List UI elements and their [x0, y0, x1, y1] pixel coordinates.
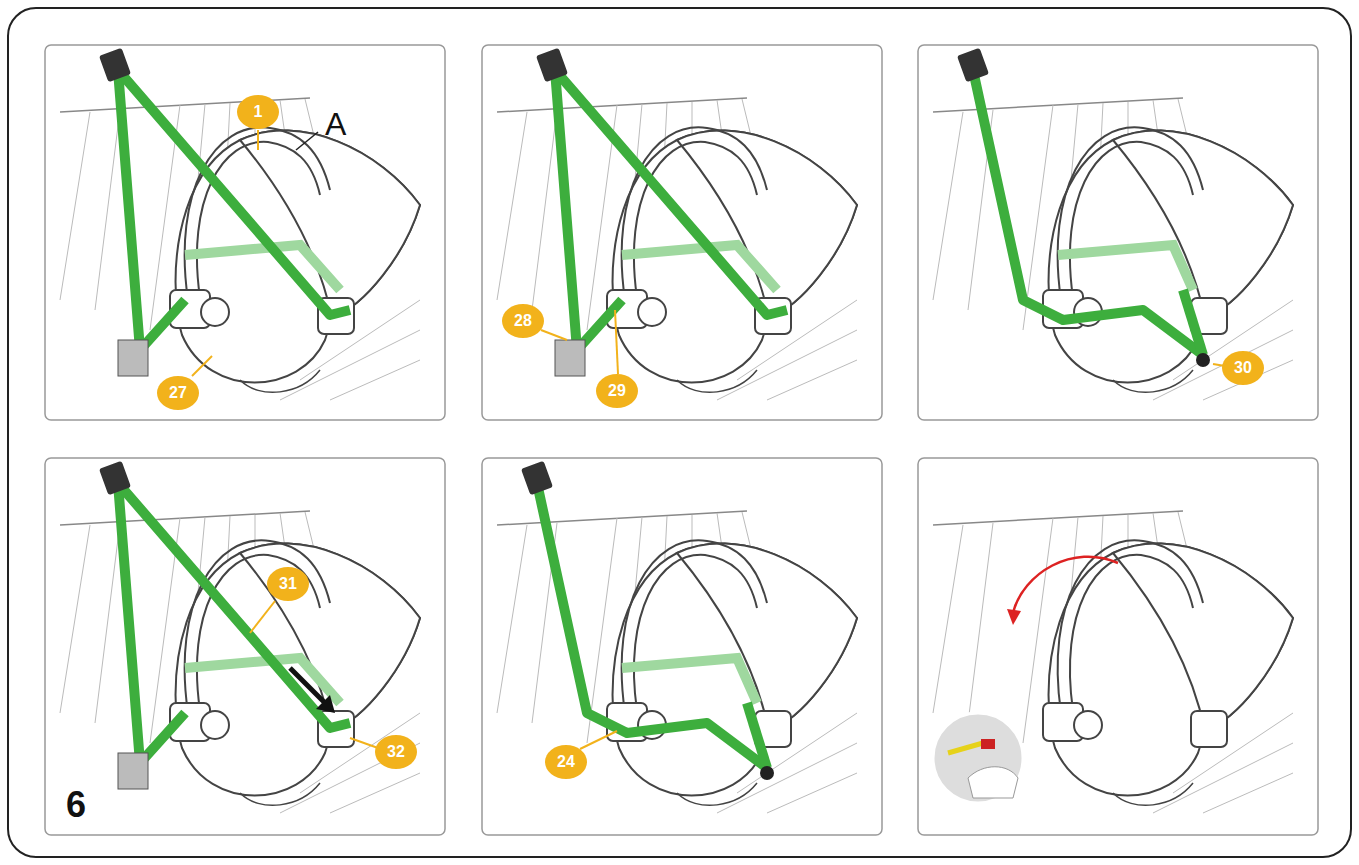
figure-number: 6	[66, 785, 86, 825]
callout-number: 29	[596, 374, 638, 408]
callout-number: 32	[375, 735, 417, 769]
callout-number: 1	[237, 95, 279, 129]
callout-number: 24	[545, 745, 587, 779]
callout-number: 30	[1222, 351, 1264, 385]
callout-number: 27	[157, 376, 199, 410]
callout-number: 31	[267, 567, 309, 601]
callout-number: 28	[502, 304, 544, 338]
part-letter: A	[325, 107, 346, 141]
